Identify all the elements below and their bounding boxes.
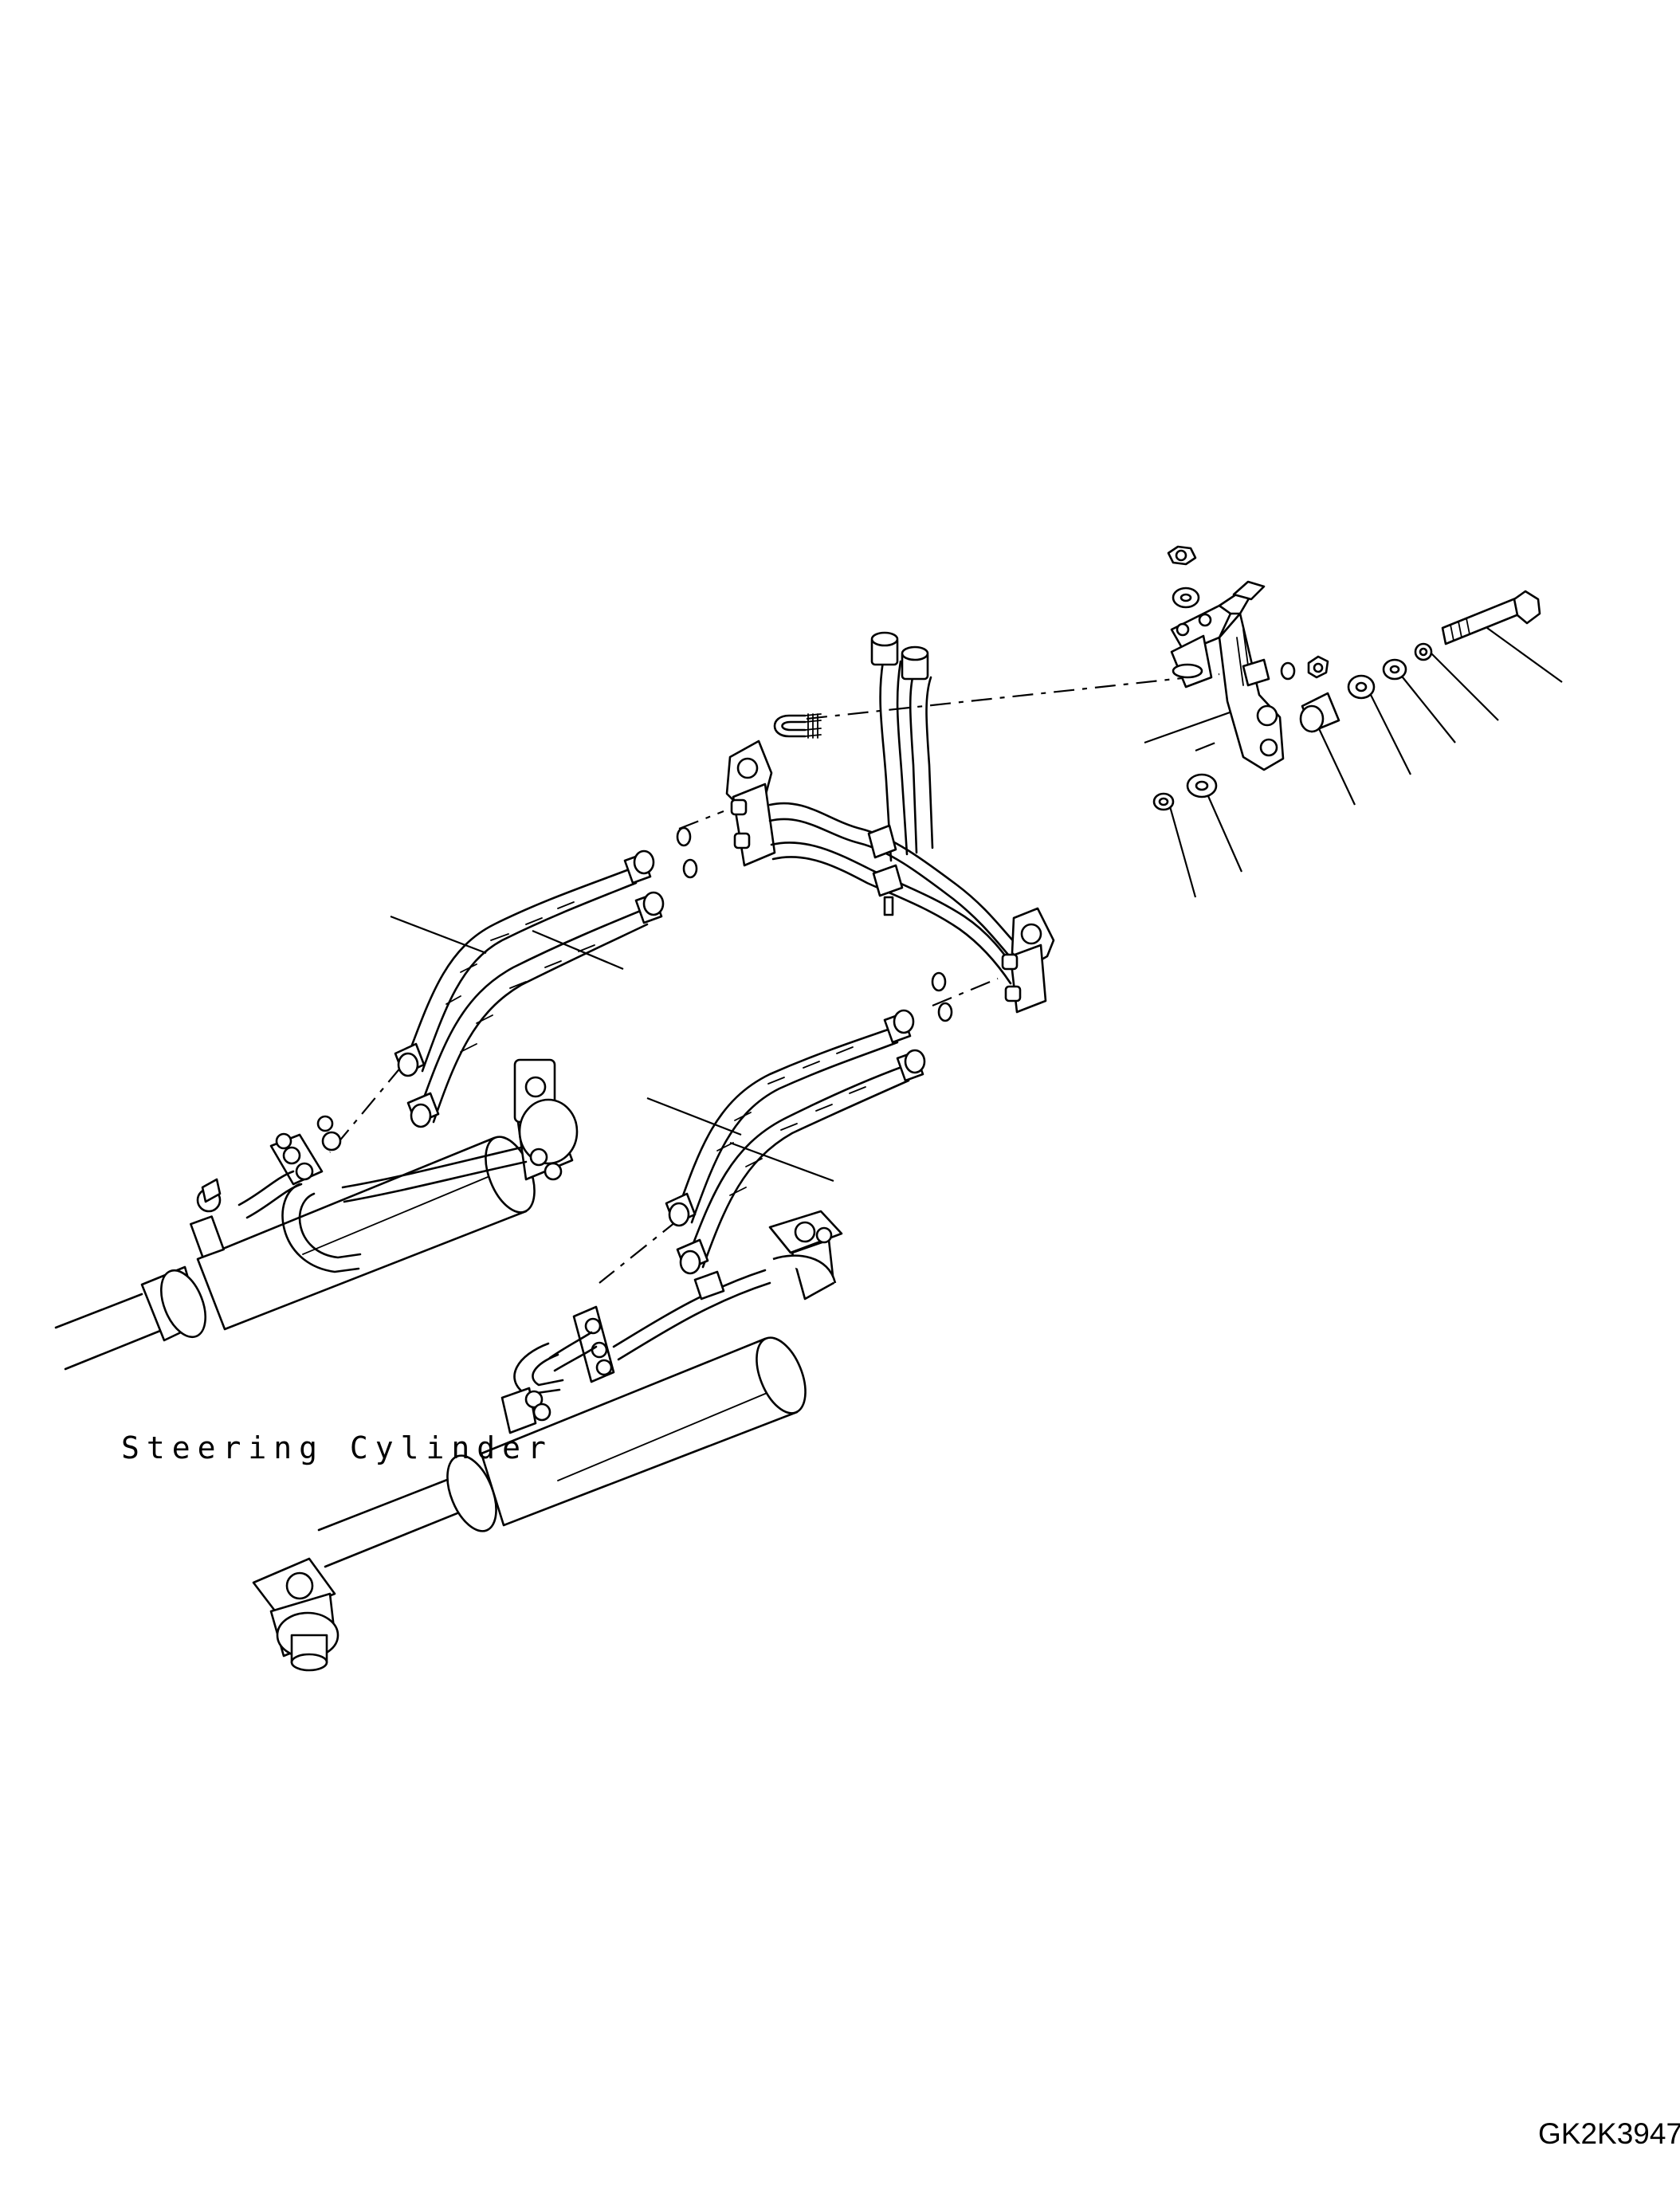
o-rings <box>676 826 953 1022</box>
u-bolt <box>773 713 822 739</box>
left-steering-cylinder <box>54 1058 579 1371</box>
leader-lines <box>390 627 1563 1183</box>
hose-end-fittings-upper <box>623 849 665 924</box>
caption-steering-cylinder: Steering Cylinder <box>121 1430 553 1465</box>
lower-right-hoses <box>665 1009 926 1275</box>
hose-end-fittings-upper-2 <box>883 1009 926 1082</box>
mounting-bracket <box>1170 580 1285 771</box>
nut <box>1167 545 1197 566</box>
bolt <box>1441 590 1541 645</box>
hose-end-fittings-lower-2 <box>665 1192 709 1275</box>
hardware <box>1152 545 1541 811</box>
assembly-center-lines <box>329 673 1220 1284</box>
spacer <box>1299 692 1340 733</box>
washer <box>1172 587 1200 609</box>
right-steering-cylinder <box>252 1210 843 1672</box>
drawing-number: GK2K3947 <box>1538 2117 1680 2150</box>
center-pipe-assembly <box>725 631 1055 1014</box>
hose-end-fittings-lower <box>394 1042 440 1128</box>
upper-left-hoses <box>394 849 665 1128</box>
